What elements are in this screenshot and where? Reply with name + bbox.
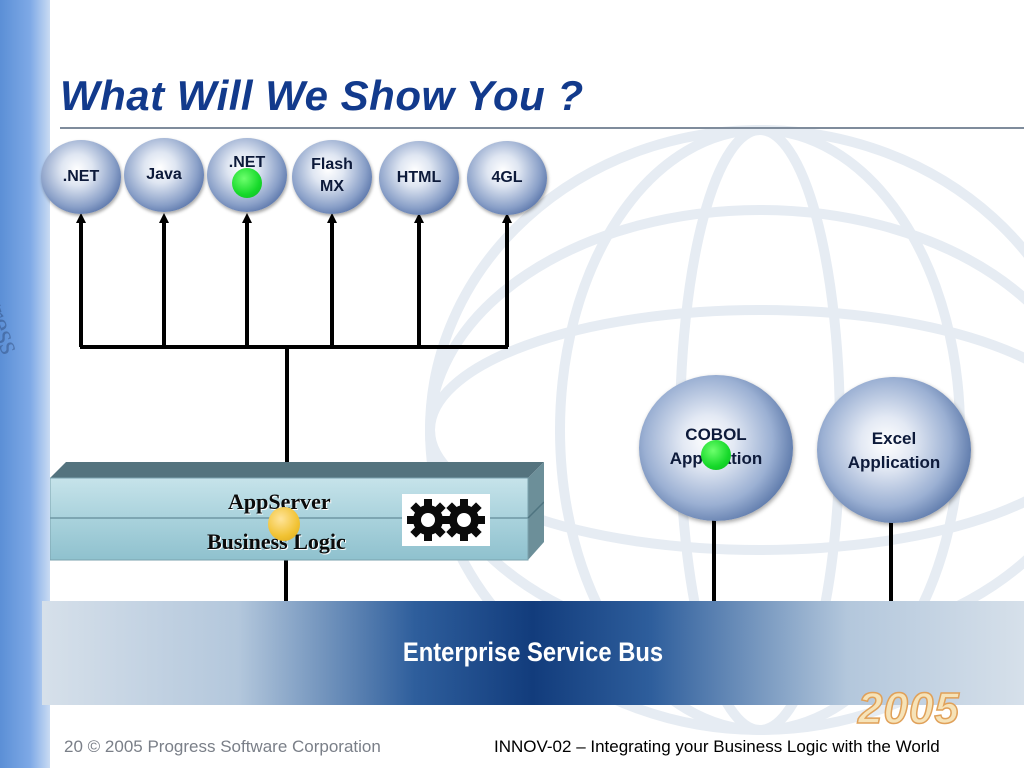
client-node-java: Java [124, 138, 204, 212]
client-label: 4GL [491, 169, 523, 186]
gears-icon [402, 494, 490, 546]
client-label: Java [146, 166, 182, 183]
client-label: Flash MX [311, 156, 353, 195]
title-divider [60, 127, 1024, 129]
copyright: © 2005 Progress Software Corporation [87, 737, 381, 756]
app-label: Excel Application [847, 429, 941, 472]
app-node-excel: Excel Application [817, 377, 971, 523]
client-node-flash-mx: Flash MX [292, 140, 372, 214]
left-decorative-bar: Progress [0, 0, 50, 768]
enterprise-service-bus: Enterprise Service Bus [42, 601, 1024, 705]
client-node-net-1: .NET [41, 140, 121, 214]
client-label: .NET [228, 154, 266, 171]
active-marker-net [232, 168, 262, 198]
footer-session-title: INNOV-02 – Integrating your Business Log… [494, 737, 940, 756]
page-number: 20 [64, 737, 83, 756]
appserver-marker [268, 507, 300, 541]
year-watermark: 2005 [857, 683, 960, 734]
client-node-html: HTML [379, 141, 459, 215]
client-node-4gl: 4GL [467, 141, 547, 215]
active-marker-cobol [701, 440, 731, 470]
slide-title: What Will We Show You ? [60, 72, 584, 119]
client-label: .NET [62, 168, 100, 185]
client-label: HTML [396, 169, 442, 186]
esb-label: Enterprise Service Bus [402, 637, 664, 667]
footer-left: 20 © 2005 Progress Software Corporation [64, 737, 381, 757]
